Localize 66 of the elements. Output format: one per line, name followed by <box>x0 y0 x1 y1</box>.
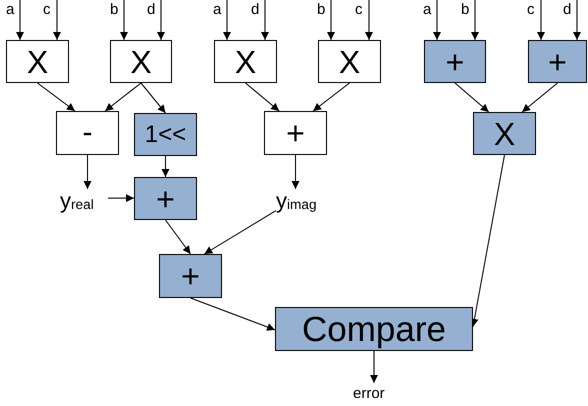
signal-label: c <box>355 2 362 16</box>
operation-box <box>134 177 197 220</box>
arrow <box>365 0 373 40</box>
signal-label: a <box>6 2 14 16</box>
operation-box <box>159 254 222 298</box>
operator-symbol: Compare <box>302 312 446 346</box>
arrow <box>53 0 61 40</box>
signal-label: d <box>251 2 260 16</box>
operator-symbol: + <box>156 182 175 214</box>
operator-symbol: - <box>82 118 92 148</box>
arrow <box>245 82 280 112</box>
arrow <box>108 194 134 202</box>
operator-symbol: + <box>181 260 200 292</box>
signal-label: c <box>43 2 50 16</box>
operator-symbol: X <box>234 46 256 78</box>
operation-box <box>528 40 587 83</box>
arrow <box>327 0 335 40</box>
arrow <box>522 82 558 112</box>
arrow <box>454 82 490 112</box>
operation-box <box>134 113 197 156</box>
operation-box <box>110 40 172 83</box>
arrow <box>433 0 441 40</box>
signal-label: a <box>423 2 432 16</box>
arrow <box>573 0 581 40</box>
signal-label: d <box>563 2 572 16</box>
arrow <box>223 0 231 40</box>
signal-label: c <box>527 2 534 16</box>
arrow <box>157 0 165 40</box>
arrow <box>204 210 276 254</box>
operator-symbol: X <box>338 46 360 78</box>
operation-box <box>318 40 381 83</box>
arrow <box>140 82 166 114</box>
arrow <box>84 154 92 190</box>
arrow <box>292 154 300 190</box>
operator-symbol: + <box>446 46 464 78</box>
operator-symbol: + <box>286 117 305 149</box>
arrow <box>537 0 545 40</box>
arrow <box>312 82 350 112</box>
operator-symbol: 1<< <box>144 122 186 146</box>
operation-box <box>473 112 536 155</box>
arrow <box>16 0 24 40</box>
arrow <box>165 220 191 254</box>
arrow <box>37 82 76 112</box>
operation-box <box>214 40 277 83</box>
operation-box <box>275 307 473 351</box>
operation-box <box>6 40 69 83</box>
arrow <box>261 0 269 40</box>
operation-box <box>424 40 486 83</box>
signal-label: error <box>353 386 385 400</box>
arrow <box>370 350 378 384</box>
arrow <box>162 156 170 178</box>
signal-label: b <box>317 2 326 16</box>
operation-box <box>264 111 327 155</box>
signal-label: a <box>213 2 222 16</box>
arrow <box>190 298 276 331</box>
signal-label: b <box>461 2 470 16</box>
operator-symbol: X <box>494 118 516 150</box>
arrow <box>104 82 142 112</box>
operator-symbol: + <box>548 46 567 78</box>
operation-box <box>56 111 119 155</box>
operator-symbol: X <box>130 46 152 78</box>
arrow <box>120 0 128 40</box>
signal-label: d <box>147 2 156 16</box>
signal-label: b <box>110 2 118 16</box>
operator-symbol: X <box>26 46 48 78</box>
arrow <box>471 0 479 40</box>
